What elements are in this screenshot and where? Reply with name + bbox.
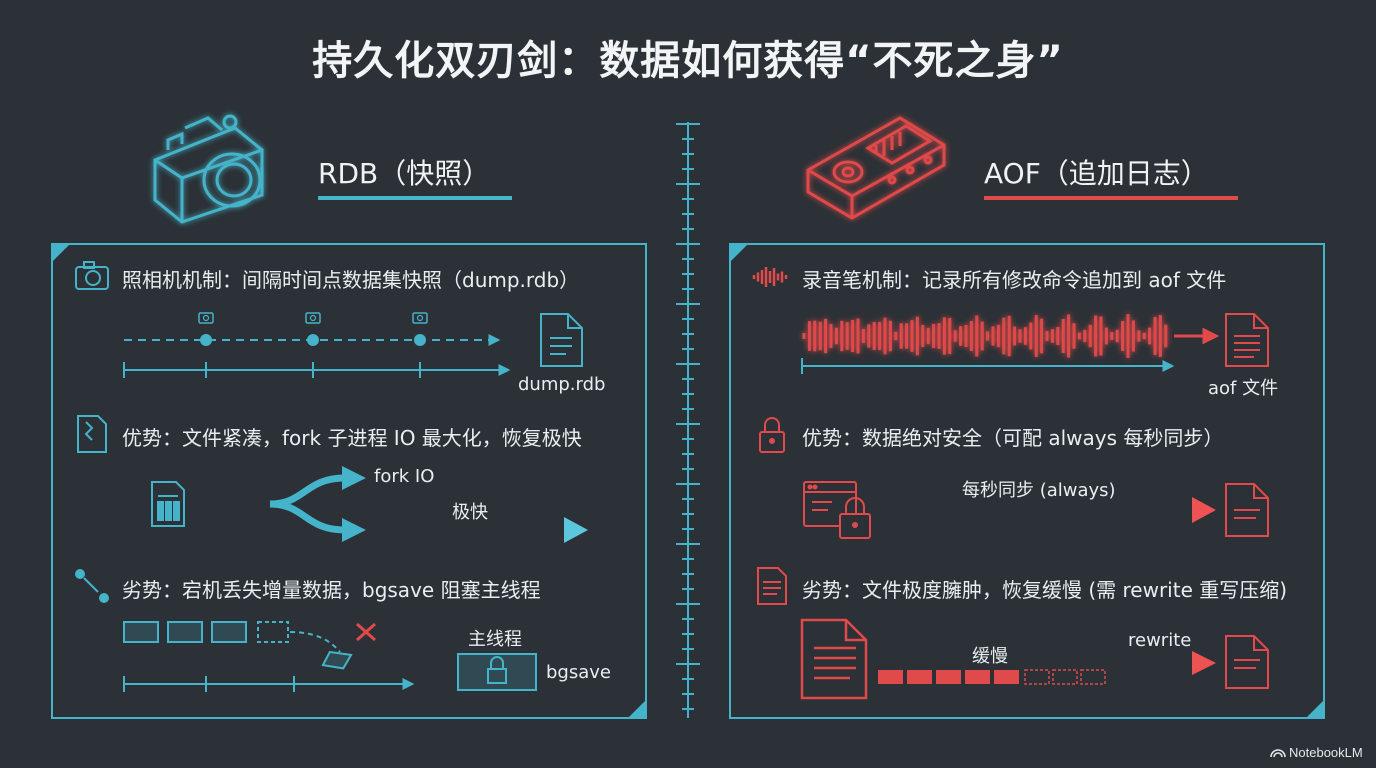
main-thread-label: 主线程 (468, 629, 522, 650)
aof-header-underline (984, 196, 1238, 200)
snapshot-point (305, 312, 321, 346)
big-aof-file-icon (800, 618, 868, 700)
rdb-header: RDB（快照） (318, 157, 491, 190)
slow-block (878, 670, 903, 684)
synced-file-icon (1225, 483, 1269, 537)
camera-icon (153, 114, 264, 224)
append-arrow (1174, 327, 1220, 345)
snapshot-point (412, 312, 428, 346)
rdb-header-underline (318, 196, 512, 200)
slow-label: 缓慢 (972, 646, 1008, 667)
rdb-advantage-text: 优势：文件紧凑，fork 子进程 IO 最大化，恢复极快 (122, 426, 582, 450)
snapshot-timeline (123, 334, 511, 378)
loss-dots-icon (75, 569, 109, 603)
fork-io-label: fork IO (374, 466, 435, 487)
pending-block (1080, 669, 1106, 685)
snapshot-point (198, 312, 214, 346)
rdb-mechanism-text: 照相机机制：间隔时间点数据集快照（dump.rdb） (122, 268, 580, 292)
rewrite-label: rewrite (1128, 630, 1192, 651)
slow-progress-blocks (878, 669, 1106, 685)
data-blocks (123, 621, 353, 670)
slow-block (936, 670, 961, 684)
main-thread-lock-box (457, 653, 537, 691)
dump-rdb-label: dump.rdb (518, 374, 606, 395)
aof-file-label: aof 文件 (1208, 378, 1279, 399)
lock-icon (759, 417, 785, 453)
slow-block (994, 670, 1019, 684)
recorder-icon (806, 116, 946, 220)
pending-block (1024, 669, 1050, 685)
small-camera-icon (75, 261, 109, 290)
sync-label: 每秒同步 (always) (962, 480, 1116, 501)
page-title: 持久化双刃剑：数据如何获得“不死之身” (312, 38, 1064, 84)
center-divider (676, 122, 700, 718)
aof-header: AOF（追加日志） (984, 157, 1209, 190)
document-stack-icon (151, 481, 185, 527)
slow-block (907, 670, 932, 684)
aof-mechanism-text: 录音笔机制：记录所有修改命令追加到 aof 文件 (802, 268, 1227, 292)
notebooklm-logo-icon (1270, 749, 1286, 758)
aof-disadvantage-text: 劣势：文件极度臃肿，恢复缓慢 (需 rewrite 重写压缩) (802, 578, 1288, 602)
slow-block (965, 670, 990, 684)
blocking-timeline (123, 676, 415, 692)
rdb-panel-frame (51, 243, 647, 719)
recording-waveform (802, 314, 1168, 358)
dump-rdb-file-icon (540, 313, 583, 367)
brand-label: NotebookLM (1289, 745, 1363, 760)
fork-arrows (200, 466, 588, 543)
bgsave-label: bgsave (546, 662, 611, 683)
server-lock-icon (803, 481, 871, 539)
aof-timeline (801, 358, 1175, 374)
lost-x-icon (356, 622, 376, 642)
rewritten-file-icon (1225, 635, 1269, 689)
aof-panel-frame (729, 243, 1325, 719)
rdb-disadvantage-text: 劣势：宕机丢失增量数据，bgsave 阻塞主线程 (122, 578, 541, 602)
aof-advantage-text: 优势：数据绝对安全（可配 always 每秒同步） (802, 426, 1224, 450)
pending-block (1052, 669, 1078, 685)
bloated-doc-icon (757, 567, 787, 605)
aof-file-icon (1225, 313, 1269, 367)
sync-arrow (886, 497, 1216, 523)
rewrite-arrow (1124, 651, 1216, 675)
sound-wave-icon (752, 267, 788, 287)
fast-label: 极快 (452, 502, 488, 523)
zip-file-icon (77, 415, 107, 453)
